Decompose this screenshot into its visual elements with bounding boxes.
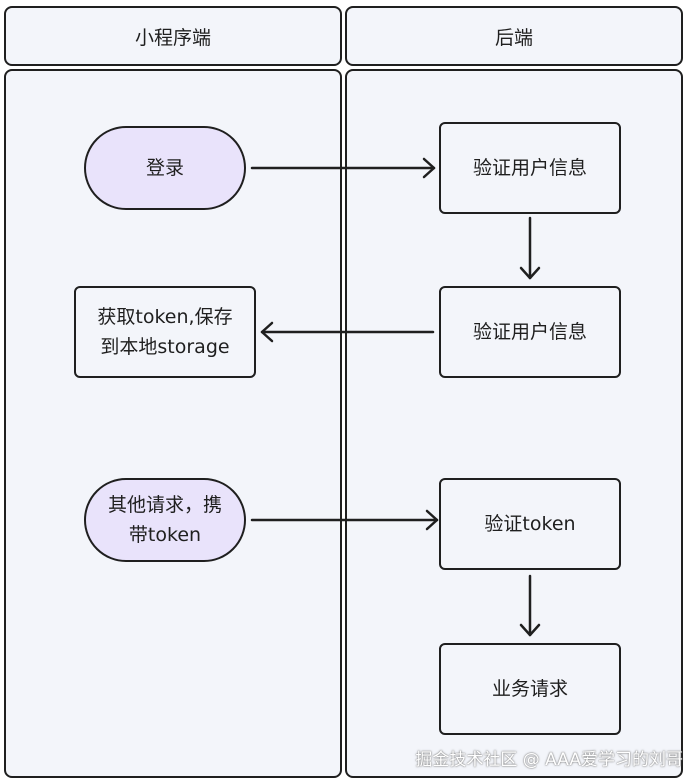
- node-verify-token-label: 验证token: [484, 513, 576, 535]
- node-verify-user-1: 验证用户信息: [439, 122, 621, 214]
- node-get-token: 获取token,保存 到本地storage: [74, 286, 256, 378]
- node-login-label: 登录: [145, 157, 184, 179]
- lane-title-backend: 后端: [494, 26, 533, 49]
- node-verify-user-2-label: 验证用户信息: [472, 321, 587, 343]
- node-business-request: 业务请求: [439, 643, 621, 735]
- lane-header-miniprogram: 小程序端: [4, 6, 342, 66]
- node-other-request-label: 其他请求，携 带token: [107, 494, 222, 546]
- lane-header-backend: 后端: [345, 6, 683, 66]
- node-verify-user-1-label: 验证用户信息: [472, 157, 587, 179]
- node-verify-token: 验证token: [439, 478, 621, 570]
- watermark-text: 掘金技术社区 @ AAA爱学习的刘哥: [415, 750, 683, 770]
- node-get-token-label: 获取token,保存 到本地storage: [97, 306, 233, 358]
- node-other-request: 其他请求，携 带token: [84, 478, 246, 562]
- lane-title-miniprogram: 小程序端: [134, 26, 211, 49]
- node-login: 登录: [84, 126, 246, 210]
- node-verify-user-2: 验证用户信息: [439, 286, 621, 378]
- node-business-request-label: 业务请求: [491, 678, 568, 700]
